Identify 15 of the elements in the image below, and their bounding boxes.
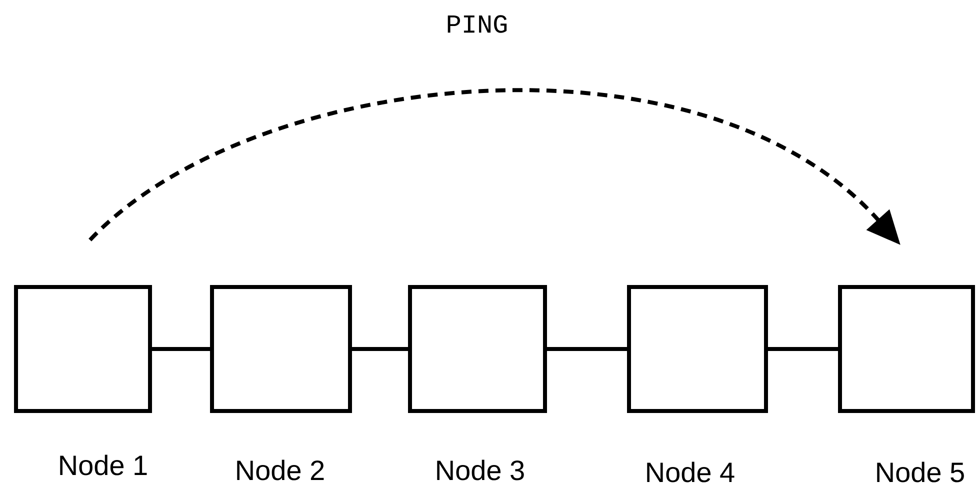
node-label: Node 4 [647,462,734,482]
node-label: Node 1 [60,454,147,476]
edge-label: PING [444,13,510,35]
node-box [210,285,352,413]
node-box [627,285,768,413]
node-label: Node 2 [237,460,324,480]
node-label: Node 3 [437,460,524,480]
node-box [838,285,975,413]
connector-line [152,347,210,351]
connector-line [547,347,627,351]
node-box [408,285,547,413]
node-label: Node 5 [877,462,964,482]
connector-line [768,347,838,351]
node-box [14,285,152,413]
connector-line [352,347,408,351]
